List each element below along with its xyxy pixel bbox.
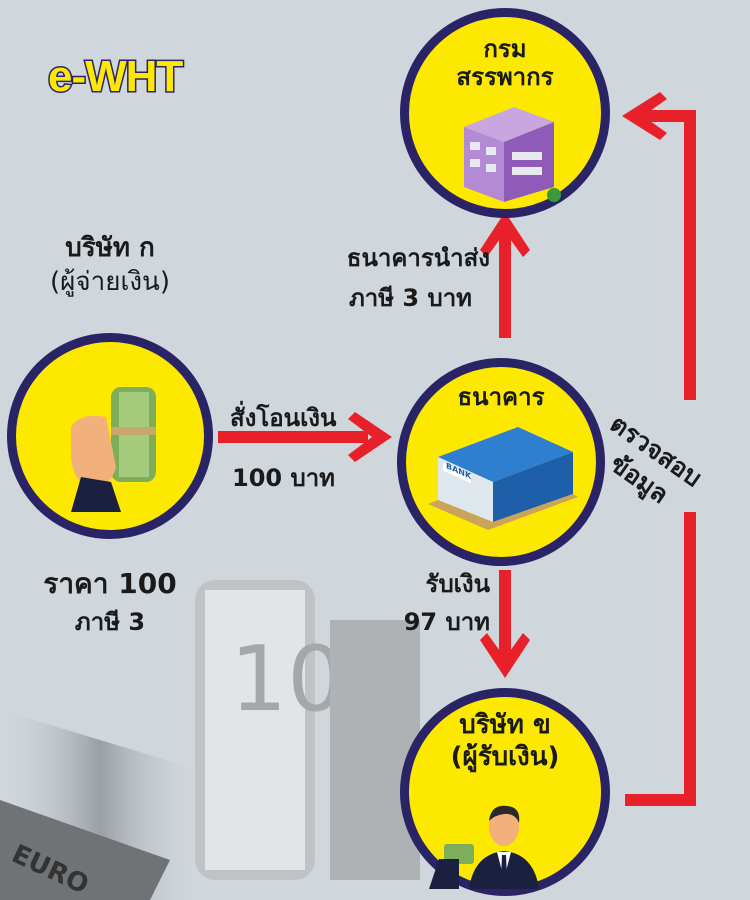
remit-arrowhead <box>480 212 530 257</box>
bank-building-icon: BANK <box>428 427 578 530</box>
bank-node: ธนาคาร BANK <box>397 358 605 566</box>
receive-arrow <box>499 570 511 660</box>
bank-name: ธนาคาร <box>457 383 545 411</box>
businessman-icon <box>429 805 539 889</box>
price-label: ราคา 100 <box>43 567 177 600</box>
company-a-name: บริษัท ก <box>65 233 155 263</box>
transfer-text-line2: 100 บาท <box>232 464 335 492</box>
money-hand-icon <box>71 387 156 512</box>
company-a-node <box>7 333 213 539</box>
building-icon <box>464 107 561 202</box>
revenue-department-node: กรม สรรพากร <box>400 8 610 218</box>
remit-text-line2: ภาษี 3 บาท <box>348 284 472 312</box>
remit-text-line1: ธนาคารนำส่ง <box>346 244 490 272</box>
svg-text:10: 10 <box>230 627 345 732</box>
company-b-role: (ผู้รับเงิน) <box>450 742 560 772</box>
logo: e-WHT <box>46 51 184 103</box>
company-a-role: (ผู้จ่ายเงิน) <box>50 267 170 297</box>
receive-text-line1: รับเงิน <box>425 570 490 598</box>
verify-line <box>622 92 696 806</box>
company-b-node: บริษัท ข (ผู้รับเงิน) <box>400 688 610 896</box>
receive-text-line2: 97 บาท <box>403 608 490 636</box>
tax-label: ภาษี 3 <box>74 608 146 636</box>
revenue-dept-line1: กรม <box>483 35 527 63</box>
transfer-arrow <box>218 431 368 443</box>
receive-arrowhead <box>480 633 530 678</box>
remit-arrow <box>499 228 511 338</box>
transfer-text-line1: สั่งโอนเงิน <box>230 404 337 432</box>
banknote-rolls-photo: 10 EURO <box>0 580 420 900</box>
company-b-name: บริษัท ข <box>459 710 551 740</box>
transfer-arrowhead <box>348 412 392 462</box>
revenue-dept-line2: สรรพากร <box>456 63 554 91</box>
